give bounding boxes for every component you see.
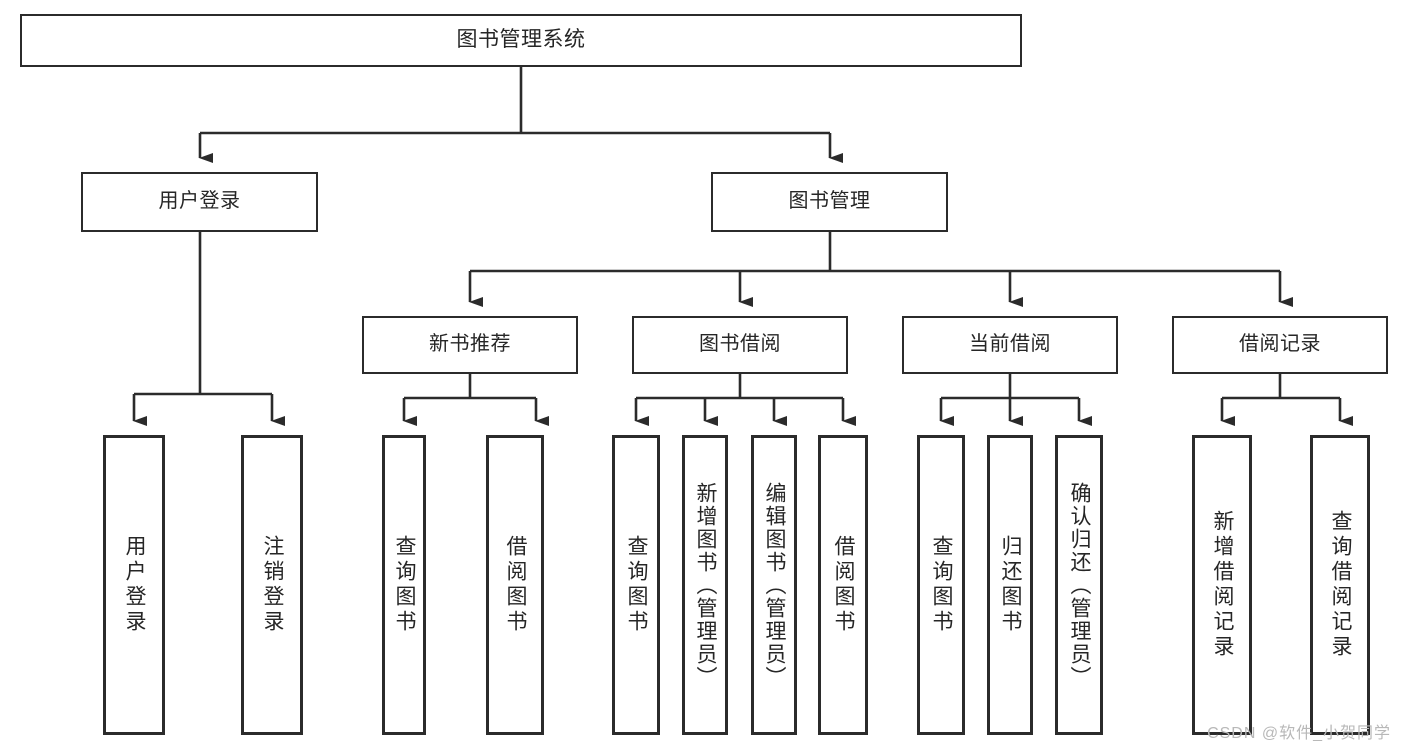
watermark-text: CSDN @软件_小贺同学 — [1207, 725, 1391, 742]
node-book-borrow[interactable]: 图书借阅 — [632, 316, 848, 374]
node-current-borrow[interactable]: 当前借阅 — [902, 316, 1118, 374]
node-label: 新增借阅记录 — [1211, 510, 1235, 660]
node-label: 新书推荐 — [429, 333, 511, 356]
node-label: 图书管理 — [788, 190, 871, 213]
node-leaf-query-book-3[interactable]: 查询图书 — [917, 435, 965, 735]
node-label: 用户登录 — [123, 535, 147, 635]
node-leaf-user-login[interactable]: 用户登录 — [103, 435, 165, 735]
node-leaf-edit-book[interactable]: 编辑图书（管理员） — [751, 435, 797, 735]
node-label: 确认归还（管理员） — [1068, 481, 1092, 689]
node-leaf-borrow-book-1[interactable]: 借阅图书 — [486, 435, 544, 735]
node-label: 当前借阅 — [969, 333, 1051, 356]
node-leaf-query-book-2[interactable]: 查询图书 — [612, 435, 660, 735]
node-label: 借阅图书 — [504, 535, 528, 635]
node-new-book-rec[interactable]: 新书推荐 — [362, 316, 578, 374]
node-leaf-confirm-return[interactable]: 确认归还（管理员） — [1055, 435, 1103, 735]
node-label: 新增图书（管理员） — [694, 481, 718, 689]
node-leaf-return-book[interactable]: 归还图书 — [987, 435, 1033, 735]
node-label: 注销登录 — [261, 535, 285, 635]
node-label: 用户登录 — [158, 190, 241, 213]
node-label: 借阅记录 — [1239, 333, 1321, 356]
node-user-login[interactable]: 用户登录 — [81, 172, 318, 232]
node-label: 编辑图书（管理员） — [763, 481, 787, 689]
node-leaf-query-record[interactable]: 查询借阅记录 — [1310, 435, 1370, 735]
node-label: 查询图书 — [625, 535, 649, 635]
node-label: 图书借阅 — [699, 333, 781, 356]
node-label: 查询图书 — [393, 535, 417, 635]
node-label: 查询图书 — [930, 535, 954, 635]
node-label: 归还图书 — [999, 535, 1023, 635]
node-leaf-borrow-book-2[interactable]: 借阅图书 — [818, 435, 868, 735]
node-root-system[interactable]: 图书管理系统 — [20, 14, 1022, 67]
node-leaf-user-logout[interactable]: 注销登录 — [241, 435, 303, 735]
node-leaf-add-book[interactable]: 新增图书（管理员） — [682, 435, 728, 735]
node-label: 查询借阅记录 — [1329, 510, 1353, 660]
node-book-manage[interactable]: 图书管理 — [711, 172, 948, 232]
node-label: 图书管理系统 — [456, 28, 586, 52]
node-leaf-add-record[interactable]: 新增借阅记录 — [1192, 435, 1252, 735]
node-leaf-query-book-1[interactable]: 查询图书 — [382, 435, 426, 735]
node-label: 借阅图书 — [832, 535, 856, 635]
node-borrow-record[interactable]: 借阅记录 — [1172, 316, 1388, 374]
